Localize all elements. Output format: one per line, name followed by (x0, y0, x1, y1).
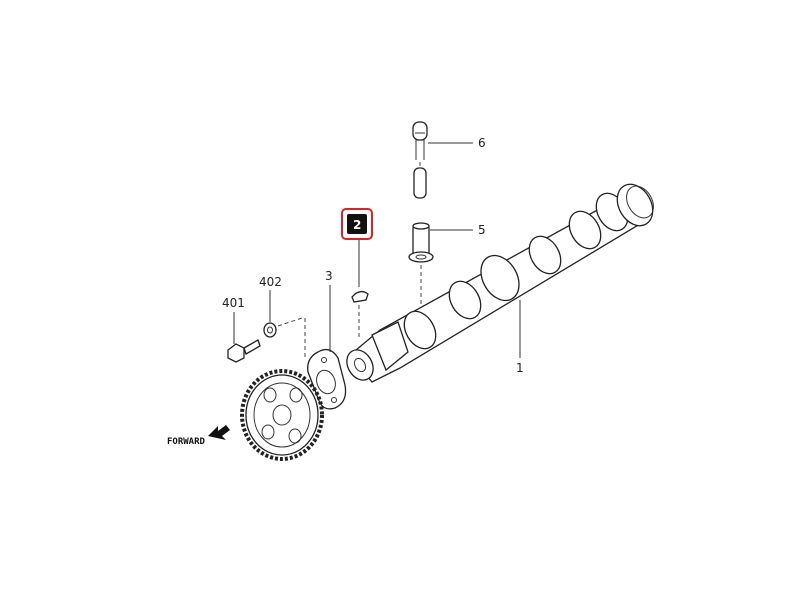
callout-1[interactable]: 1 (516, 361, 524, 375)
washer-dash-line (277, 317, 303, 327)
forward-arrow-icon (208, 425, 230, 440)
lifter-part[interactable] (408, 222, 434, 263)
forward-label: FORWARD (167, 437, 206, 447)
callout-3[interactable]: 3 (325, 269, 333, 283)
callout-2: 2 (353, 218, 361, 232)
callout-2-highlight[interactable]: 2 (341, 208, 373, 240)
woodruff-key-part[interactable] (351, 290, 369, 303)
callout-401[interactable]: 401 (222, 296, 245, 310)
washer-part[interactable] (263, 322, 277, 338)
callout-6[interactable]: 6 (478, 136, 486, 150)
camshaft-part[interactable] (342, 178, 660, 385)
push-rod-part[interactable] (412, 121, 428, 199)
bolt-part[interactable] (227, 339, 261, 363)
callout-5[interactable]: 5 (478, 223, 486, 237)
camshaft-gear-part[interactable] (240, 369, 324, 461)
callout-402[interactable]: 402 (259, 275, 282, 289)
